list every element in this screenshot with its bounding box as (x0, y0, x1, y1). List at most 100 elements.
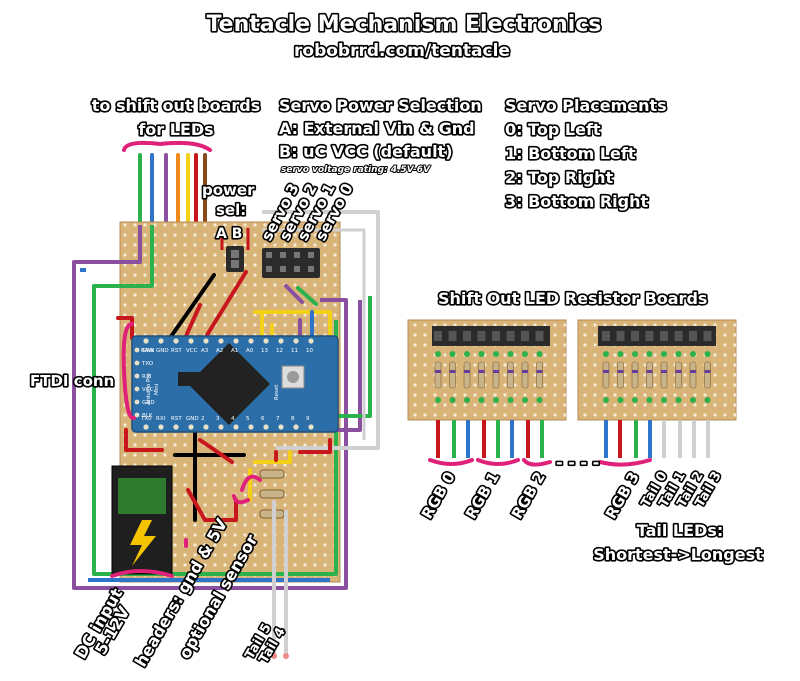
resistor-band (449, 370, 456, 373)
arduino-top-pin-hole (278, 338, 284, 344)
header-pin (506, 331, 515, 341)
arduino-bottom-pin-label: 9 (306, 416, 310, 422)
resistor (704, 361, 711, 389)
power-sel-ab: A B (216, 226, 242, 242)
arduino-bottom-pin-hole (143, 424, 149, 430)
resistor (602, 361, 610, 389)
arduino-top-pin-hole (203, 338, 209, 344)
arduino-top-pin-label: 12 (276, 348, 283, 354)
arduino-bottom-pin-hole (248, 424, 254, 430)
resistor (660, 361, 668, 389)
board-pad (522, 351, 528, 357)
resistor-band (704, 370, 711, 373)
arduino-bottom-pin-hole (218, 424, 224, 430)
servo-header (262, 248, 320, 278)
resistor-band (522, 370, 528, 373)
rgb-brackets (428, 458, 652, 467)
header-pin (616, 331, 625, 341)
header-pin (631, 331, 639, 341)
rgb-label-0: RGB 0 (418, 469, 459, 522)
resistor (536, 361, 543, 389)
board-wires (116, 270, 332, 522)
arduino-top-pin-label: A0 (246, 348, 254, 354)
ftdi-label: FTDI conn (30, 372, 114, 390)
arduino-bottom-pin-label: 8 (291, 416, 295, 422)
arduino-ftdi-pin-label: TXO (141, 361, 154, 367)
dc-jack (111, 465, 173, 575)
servo-placement-1: 1: Bottom Left (505, 144, 636, 163)
arduino-ftdi-pin-label: RXI (142, 374, 152, 380)
tail-leds-caption-1: Tail LEDs: (637, 521, 724, 540)
arduino-top-pin-hole (233, 338, 239, 344)
header-pin (703, 331, 712, 341)
resistor-band (675, 370, 682, 373)
rgb-dots: - - - - (556, 453, 599, 472)
tail-wires (271, 500, 289, 659)
servo-power-option-a: A: External Vin & Gnd (279, 119, 475, 138)
header-pin (434, 331, 442, 341)
arduino-ftdi-pin-label: GRN (142, 348, 154, 354)
board-pad (449, 351, 456, 357)
main-board-resistors (259, 469, 285, 519)
servo-labels: servo 3 servo 2 servo 1 servo 0 (256, 179, 358, 246)
resistor-band (493, 370, 499, 373)
board-pad (449, 397, 456, 403)
tail-leds-caption-2: Shortest->Longest (593, 545, 763, 564)
board-pad (507, 351, 514, 357)
board-pad (435, 397, 441, 403)
arduino-bottom-pin-label: 7 (276, 416, 280, 422)
arduino-bottom-pin-label: 3 (216, 416, 220, 422)
resistor (646, 361, 653, 389)
resistor-band (690, 370, 696, 373)
arduino-top-pin-label: RST (171, 348, 182, 354)
arduino-ftdi-pin-hole (134, 360, 140, 366)
arduino-top-pin-hole (248, 338, 254, 344)
header-pin (689, 331, 697, 341)
resistor-band (661, 370, 667, 373)
servo-placement-0: 0: Top Left (505, 120, 601, 139)
board-pad (675, 351, 682, 357)
resistor (507, 361, 514, 389)
board-pad (675, 397, 682, 403)
resistor (617, 361, 624, 389)
tail-resistor-board (577, 319, 737, 421)
resistor-band (632, 370, 638, 373)
arduino-top-pin-hole (218, 338, 224, 344)
resistor-band (435, 370, 441, 373)
diagram-subtitle: robobrrd.com/tentacle (294, 41, 510, 61)
power-sel-label-1: power (202, 181, 255, 199)
shift-out-bracket (122, 140, 212, 152)
arduino-ftdi-pin-hole (134, 347, 140, 353)
pink-brackets (110, 322, 262, 578)
arduino-ftdi-pin-label: BLK (142, 413, 153, 419)
arduino-silk-name: Arduino Pro (146, 373, 152, 405)
header-pin (521, 331, 529, 341)
arduino-bottom-pin-label: 6 (261, 416, 265, 422)
arduino-bottom-pin-hole (308, 424, 314, 430)
resistor (449, 361, 456, 389)
resistor-band (464, 370, 470, 373)
rgb-label-2: RGB 2 (508, 469, 549, 522)
board-pad (493, 397, 499, 403)
servo-voltage-note: servo voltage rating: 4.5V-6V (281, 165, 431, 175)
resistor (689, 361, 697, 389)
resistor-boards-title: Shift Out LED Resistor Boards (438, 289, 707, 308)
arduino-top-pin-label: 11 (291, 348, 298, 354)
arduino-top-pin-hole (158, 338, 164, 344)
board-pad (603, 351, 609, 357)
board-pad (478, 397, 485, 403)
arduino-bottom-pin-hole (293, 424, 299, 430)
board-pad (464, 397, 470, 403)
board-pad (522, 397, 528, 403)
header-pin (492, 331, 500, 341)
resistor (434, 361, 442, 389)
power-select-jumper (220, 228, 250, 272)
board-pad (646, 351, 653, 357)
arduino-top-pin-label: 13 (261, 348, 268, 354)
board-pad (435, 351, 441, 357)
arduino-bottom-pin-label: RST (171, 416, 182, 422)
shift-out-note: to shift out boards for LEDs (90, 94, 262, 140)
board-pad (632, 397, 638, 403)
board-pad (632, 351, 638, 357)
board-pad (493, 351, 499, 357)
